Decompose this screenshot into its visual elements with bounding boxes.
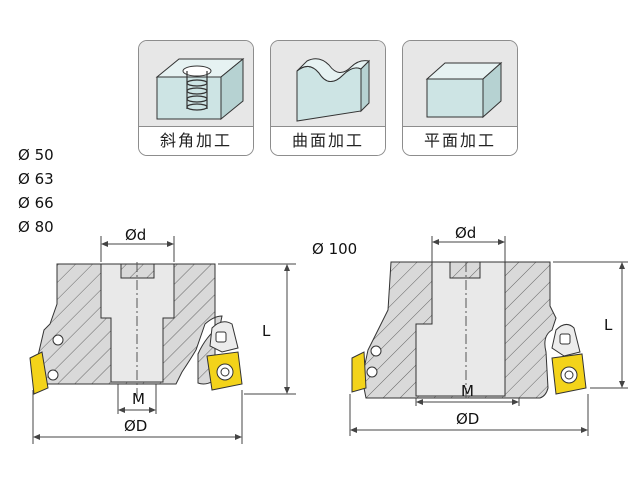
small-cutter-bore-diameter-label: Ød [125,226,146,244]
card-label: 曲面加工 [271,126,385,155]
diameter-50: Ø 50 [18,146,54,164]
diameter-66: Ø 66 [18,194,54,212]
diameter-80: Ø 80 [18,218,54,236]
large-cutter-diameter: Ø 100 [312,240,357,258]
curved-surface-icon [296,58,371,122]
card-picture [271,41,385,127]
small-cutter-outer-diameter-label: ØD [124,417,147,435]
large-cutter-m-label: M [461,382,474,400]
large-cutter-drawing: Ø 100 Ød M ØD [312,224,628,436]
card-picture [139,41,253,127]
card-label: 斜角加工 [139,126,253,155]
small-cutter-m-label: M [132,390,145,408]
card-label: 平面加工 [403,126,517,155]
small-cutter-drawing: Ød M ØD L [29,226,296,444]
card-face-machining: 平面加工 [402,40,518,156]
card-chamfer-machining: 斜角加工 [138,40,254,156]
chamfer-block-icon [155,57,245,121]
large-cutter-length-label: L [604,316,613,334]
large-cutter-outer-diameter-label: ØD [456,410,479,428]
large-cutter-bore-diameter-label: Ød [455,224,476,242]
card-picture [403,41,517,127]
card-curved-surface-machining: 曲面加工 [270,40,386,156]
small-cutter-length-label: L [262,322,271,340]
diameter-63: Ø 63 [18,170,54,188]
flat-block-icon [425,61,503,119]
